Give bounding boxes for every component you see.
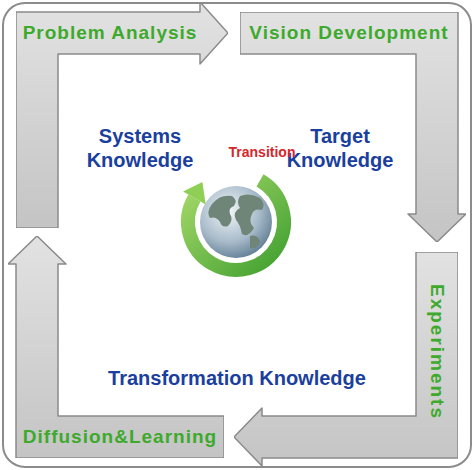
arrow-label: Diffusion&Learning — [18, 416, 222, 458]
transition-cycle-arrow — [183, 180, 284, 270]
knowledge-label: Target Knowledge — [280, 124, 400, 172]
outer-frame — [3, 3, 471, 467]
process-arrow: Problem Analysis — [16, 2, 228, 228]
process-arrow: Experiments — [234, 252, 458, 466]
arrow-label: Vision Development — [244, 12, 454, 54]
arrow-label: Problem Analysis — [20, 12, 200, 54]
process-arrow: Diffusion&Learning — [8, 236, 224, 458]
globe-icon — [200, 186, 272, 258]
knowledge-label: Transformation Knowledge — [72, 366, 402, 390]
knowledge-label: Systems Knowledge — [75, 124, 205, 172]
arrow-shape — [234, 252, 458, 466]
arrow-label: Experiments — [416, 255, 458, 449]
center-label: Transition — [217, 144, 307, 161]
arrow-shape — [8, 236, 224, 458]
